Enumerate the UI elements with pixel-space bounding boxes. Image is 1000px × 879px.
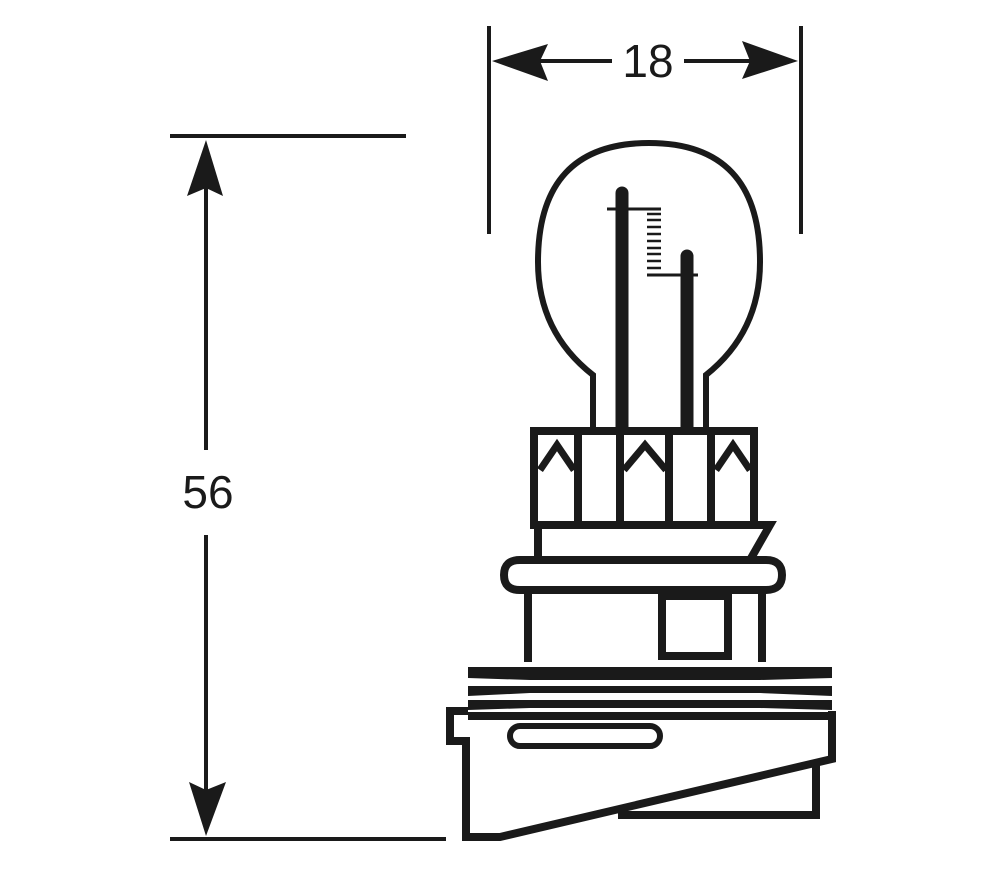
arrowhead-left-icon (492, 44, 548, 81)
slot (507, 723, 663, 749)
lower-body (524, 590, 766, 662)
base-housing (446, 707, 836, 841)
bulb (446, 139, 836, 841)
filament (607, 207, 698, 277)
height-dimension-label: 56 (182, 466, 233, 518)
glass-bulb (534, 139, 764, 428)
collar (530, 427, 758, 529)
arrowhead-right-icon (742, 41, 798, 79)
neck (534, 521, 777, 562)
height-dimension: 56 (170, 134, 446, 841)
arrowhead-down-icon (189, 782, 226, 836)
key-tab (658, 592, 732, 660)
arrowhead-up-icon (187, 140, 223, 196)
thread-rings (468, 667, 832, 720)
width-dimension: 18 (487, 26, 803, 234)
flange-ring (499, 556, 787, 594)
width-dimension-label: 18 (622, 35, 673, 87)
